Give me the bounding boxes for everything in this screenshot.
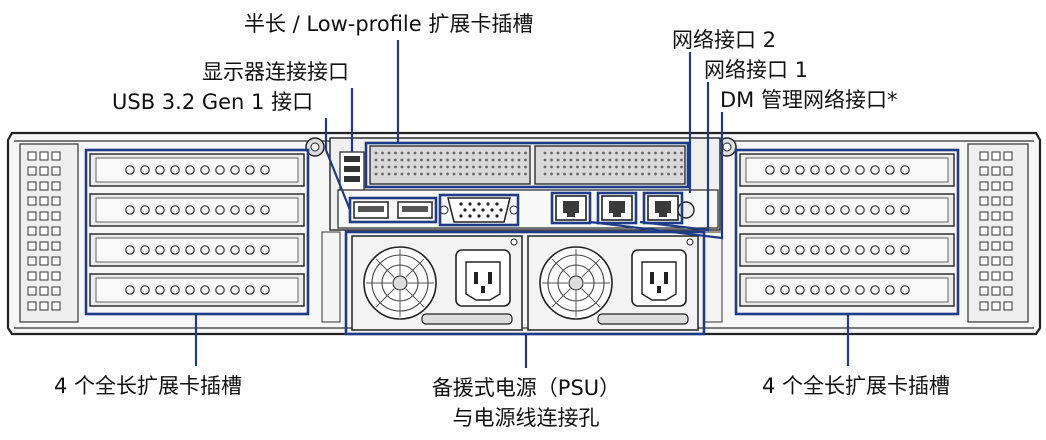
full-length-slot	[89, 273, 305, 307]
highlight-dm-port	[550, 191, 592, 225]
thumb-screw-right	[717, 137, 737, 157]
psu-modules	[351, 235, 699, 331]
label-half-length-slot: 半长 / Low-profile 扩展卡插槽	[244, 12, 534, 36]
full-length-slot	[739, 273, 955, 307]
leader-dm	[589, 112, 724, 240]
full-length-slot	[89, 193, 305, 227]
full-length-slot	[739, 153, 955, 187]
label-psu-line2: 与电源线连接孔	[452, 406, 600, 430]
full-length-slot	[739, 233, 955, 267]
full-length-slot	[739, 193, 955, 227]
full-length-slot	[89, 153, 305, 187]
rj45-ports	[555, 195, 679, 221]
label-network-port-1: 网络接口 1	[704, 58, 809, 82]
label-full-length-left: 4 个全长扩展卡插槽	[54, 374, 243, 398]
center-io-area	[329, 137, 721, 231]
right-vent-holes	[979, 151, 1013, 311]
highlight-half-slot	[364, 141, 690, 189]
label-network-port-2: 网络接口 2	[672, 28, 777, 52]
highlight-net2	[642, 191, 684, 225]
usb-ports	[353, 201, 433, 219]
half-slot-perforation	[374, 151, 683, 176]
vga-port	[439, 197, 519, 223]
psu-module	[527, 235, 699, 331]
label-psu-line1: 备援式电源（PSU）	[431, 376, 621, 400]
leader-lines	[194, 40, 850, 368]
leader-usb	[324, 118, 352, 211]
label-display-port: 显示器连接接口	[202, 60, 349, 84]
label-usb-port: USB 3.2 Gen 1 接口	[112, 90, 314, 114]
psu-module	[351, 235, 523, 331]
highlight-display	[438, 193, 520, 227]
left-full-length-slots	[89, 153, 305, 307]
label-dm-network-port: DM 管理网络接口*	[720, 88, 898, 112]
left-vent-holes	[27, 151, 61, 311]
right-full-length-slots	[739, 153, 955, 307]
highlight-net1	[596, 191, 638, 225]
leader-net1	[639, 82, 710, 232]
highlight-frames	[84, 141, 960, 336]
thumb-screw-left	[305, 137, 325, 157]
label-full-length-right: 4 个全长扩展卡插槽	[762, 374, 951, 398]
full-length-slot	[89, 233, 305, 267]
